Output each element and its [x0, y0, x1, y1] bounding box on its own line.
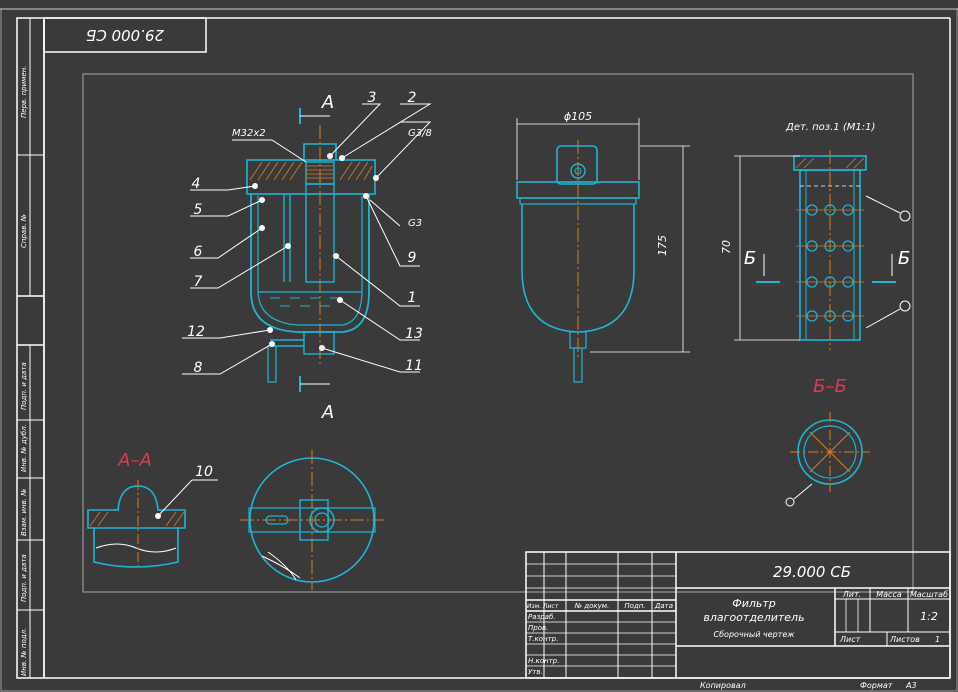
title-block-lines	[525, 551, 951, 679]
main-section-view	[182, 103, 432, 392]
title-name-line1: Фильтр	[732, 597, 776, 610]
callout-12: 12	[187, 324, 205, 340]
side-label-0: Перв. примен.	[20, 65, 28, 118]
section-bb-title: Б–Б	[813, 376, 847, 397]
title-designation: 29.000 СБ	[773, 563, 851, 581]
detail-view	[734, 150, 911, 350]
dim-height: 175	[656, 235, 669, 256]
title-sheets-value: 1	[935, 635, 940, 644]
role-2: Т.контр.	[528, 635, 558, 643]
role-0: Разраб.	[528, 613, 556, 621]
side-label-2: Подп. и дата	[20, 362, 28, 410]
title-doc-type: Сборочный чертеж	[714, 630, 796, 639]
side-label-6: Инв. № подл.	[20, 628, 28, 676]
title-name-line2: влагоотделитель	[703, 611, 804, 624]
front-view	[516, 118, 690, 383]
callout-7: 7	[194, 274, 203, 290]
title-sheets-label: Листов	[889, 635, 920, 644]
stamp-designation: 29.000 СБ	[86, 26, 164, 44]
callout-5: 5	[194, 202, 203, 218]
callout-13: 13	[405, 326, 423, 342]
section-a-top: А	[321, 92, 334, 113]
section-b-left: Б	[744, 248, 756, 269]
side-label-1: Справ. №	[20, 214, 28, 248]
callout-4: 4	[192, 176, 201, 192]
side-label-3: Инв. № дубл.	[20, 424, 28, 472]
title-col-mass: Масса	[876, 590, 902, 599]
title-col-scale: Масштаб	[910, 590, 948, 599]
header-izm-list: Изм. Лист	[527, 603, 559, 610]
role-1: Пров.	[528, 624, 548, 632]
callout-3: 3	[368, 90, 377, 106]
section-a-bottom: А	[321, 402, 334, 423]
section-aa-title: А–А	[117, 450, 152, 471]
side-label-4: Взам. инв. №	[20, 488, 28, 536]
role-4: Н.контр.	[528, 657, 559, 665]
header-doc-no: № докум.	[574, 602, 610, 610]
footer-format-value: A3	[905, 681, 917, 690]
side-label-5: Подп. и дата	[20, 554, 28, 602]
title-col-lit: Лит.	[842, 590, 861, 599]
callout-1: 1	[408, 290, 417, 306]
thread-g38: G3/8	[408, 128, 432, 139]
callout-10: 10	[195, 464, 213, 480]
dim-diameter: ϕ105	[564, 110, 592, 123]
callout-6: 6	[194, 244, 203, 260]
section-b-right: Б	[898, 248, 910, 269]
role-5: Утв.	[528, 668, 543, 676]
footer-format: Формат	[860, 681, 893, 690]
footer-copied: Копировал	[700, 681, 746, 690]
callout-2: 2	[408, 90, 417, 106]
thread-g3: G3	[408, 218, 422, 229]
dim-detail-height: 70	[720, 240, 733, 254]
thread-m32: M32x2	[232, 128, 266, 139]
callout-11: 11	[405, 358, 423, 374]
view-area	[82, 73, 914, 593]
stamp-box	[43, 17, 207, 53]
detail-title: Дет. поз.1 (М1:1)	[785, 122, 875, 133]
callout-8: 8	[194, 360, 203, 376]
section-aa-view	[87, 479, 218, 570]
header-sign: Подп.	[624, 602, 645, 610]
section-bb-view	[785, 412, 870, 507]
title-scale-value: 1:2	[920, 610, 938, 623]
callout-9: 9	[408, 250, 417, 266]
title-sheet-label: Лист	[839, 635, 861, 644]
plan-view	[240, 450, 384, 590]
header-date: Дата	[654, 602, 673, 610]
